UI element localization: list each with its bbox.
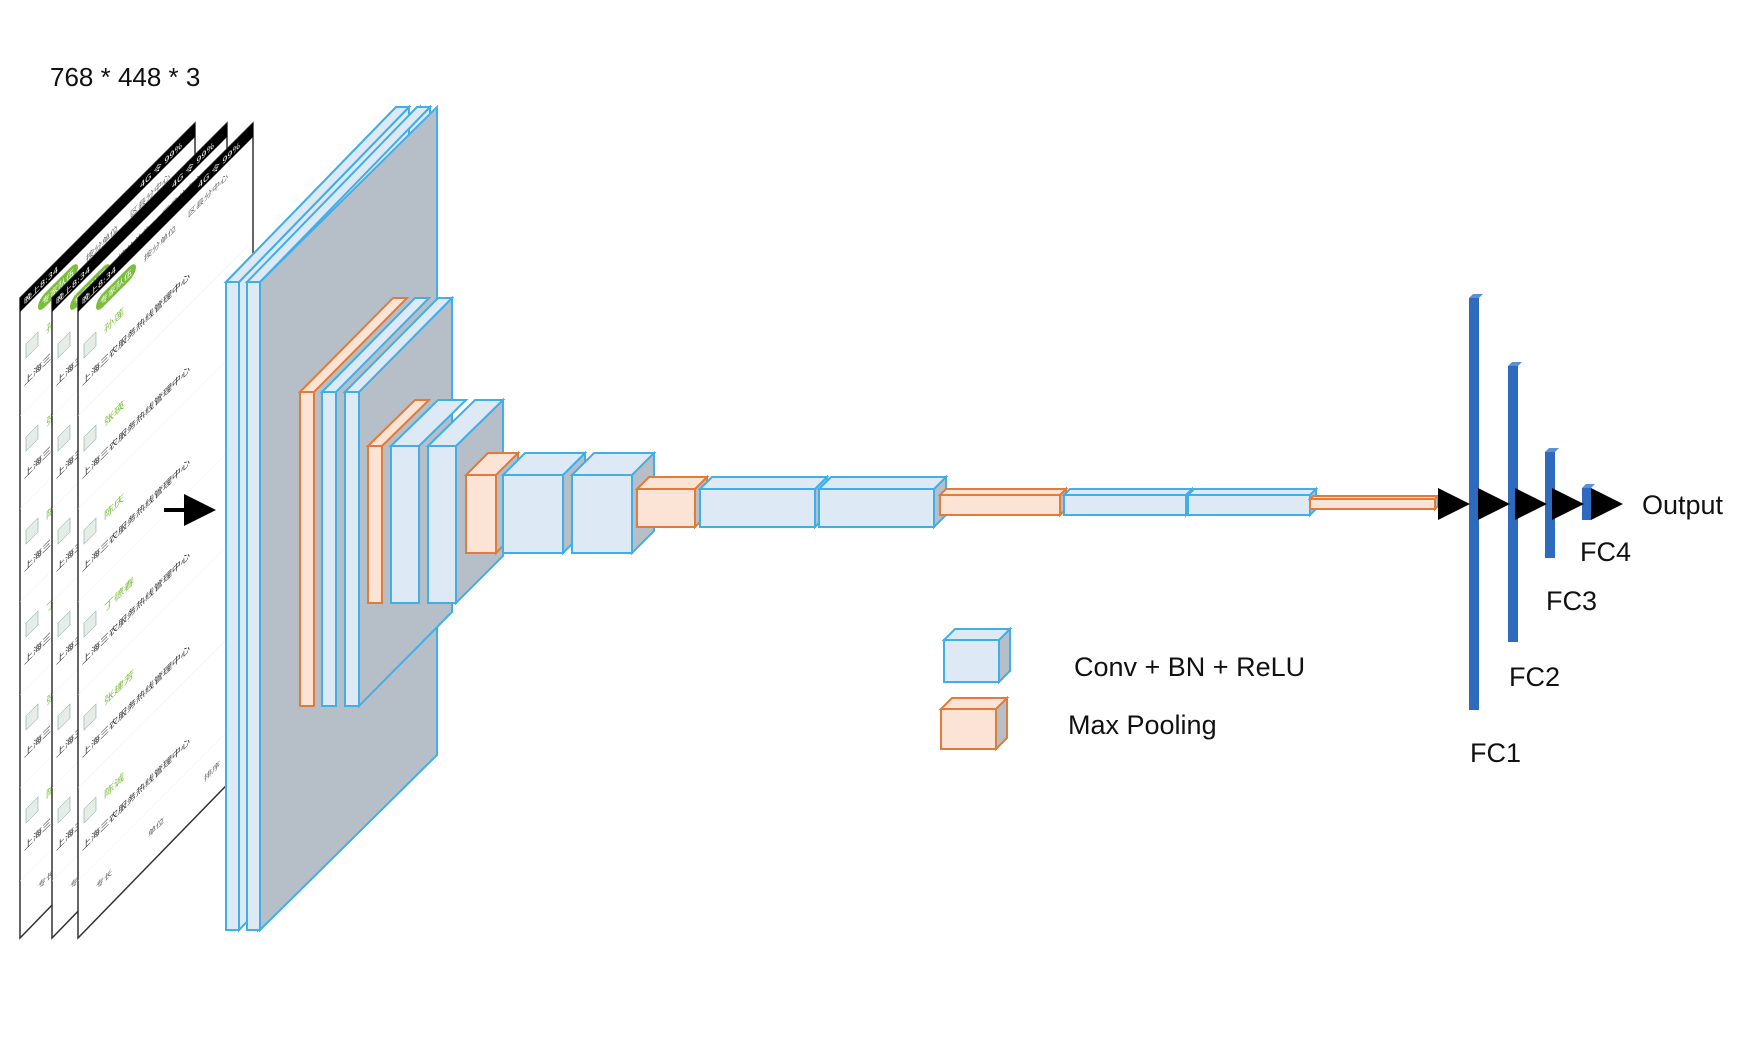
stage5-conv-2-top [816,476,949,490]
legend-pool-box [938,695,1010,752]
stage6-conv-2 [1185,486,1319,518]
screenshot-avatar [25,331,39,359]
feature-map-blocks [223,104,1441,933]
screenshot-avatar [57,610,71,638]
legend-conv-box-top [941,628,1013,641]
screenshot-avatar [57,796,71,824]
stage6-conv-1-front [1063,494,1187,516]
fc4-layer-front [1582,488,1591,520]
fc3-layer-front [1545,452,1555,558]
stage7-pool-front [1309,498,1436,510]
stage2-conv-1-front [321,391,337,707]
screenshot-avatar [83,703,97,731]
screenshot-divider [78,245,248,417]
screenshot-divider [78,431,248,603]
legend-pool-label: Max Pooling [1068,710,1217,740]
fc2-label: FC2 [1509,662,1561,692]
stage4-conv-1-front [502,474,564,554]
screenshot-avatar [25,703,39,731]
legend-conv-label: Conv + BN + ReLU [1074,652,1306,682]
flow-arrows [164,488,1623,526]
legend-conv-box [941,626,1013,685]
fc1-label: FC1 [1470,738,1522,768]
fc4-layer-top [1582,484,1595,488]
screenshot-status-bar [20,123,195,312]
stage3-conv-2-front [427,445,457,604]
stage1-conv-1-front [225,281,240,931]
fc3-layer [1545,448,1559,558]
fc4-label: FC4 [1580,537,1632,567]
screenshot-avatar [57,517,71,545]
screenshot-avatar [83,610,97,638]
stage5-conv-1 [697,474,830,530]
screenshot-tab-pill [96,264,136,310]
fc1-layer-top [1469,294,1483,298]
stage2-conv-2-front [344,391,360,707]
screenshot-status-bar [52,123,227,312]
stage5-conv-1-front [699,488,816,528]
stage5-pool-front [636,488,696,528]
screenshot-avatar [25,610,39,638]
screenshot-avatar [25,796,39,824]
screenshot-avatar [57,331,71,359]
screenshot-tab-pill [38,264,78,310]
screenshot-divider [78,710,248,882]
screenshot-status-bar [78,123,253,312]
stage6-conv-2-front [1187,494,1311,516]
stage3-pool-front [367,445,383,604]
fc4-layer [1582,484,1595,520]
stage6-pool-front [939,494,1061,516]
screenshot-avatar [83,331,97,359]
screenshot-avatar [25,517,39,545]
legend-conv-box-front [943,639,1000,683]
fc3-label: FC3 [1546,586,1598,616]
stage6-conv-1 [1061,486,1195,518]
stage4-pool-front [465,474,497,554]
legend [938,626,1013,752]
screenshot-avatar [57,424,71,452]
screenshot-avatar [57,703,71,731]
screenshot-divider [78,524,248,696]
stage1-conv-2-front [246,281,261,931]
stage6-pool [937,486,1069,518]
fc2-layer-top [1508,362,1522,366]
screenshot-divider [78,338,248,510]
fc3-layer-top [1545,448,1559,452]
stage5-pool-top [634,476,710,490]
stage5-conv-1-top [697,476,830,490]
input-size-label: 768 * 448 * 3 [50,62,201,92]
screenshot-avatar [83,796,97,824]
fc1-layer-front [1469,298,1479,710]
stage2-pool-front [299,391,315,707]
stage5-conv-2 [816,474,949,530]
output-label: Output [1642,490,1724,520]
stage4-conv-2-front [571,474,633,554]
stage7-pool [1307,493,1441,512]
fc2-layer-front [1508,366,1518,642]
screenshot-avatar [83,424,97,452]
fully-connected-layers [1469,294,1595,710]
fc2-layer [1508,362,1522,642]
stage3-conv-1-front [390,445,420,604]
fc1-layer [1469,294,1483,710]
legend-pool-box-front [940,708,997,750]
screenshot-divider [78,617,248,789]
stage5-conv-2-front [818,488,935,528]
screenshot-avatar [25,424,39,452]
screenshot-avatar [83,517,97,545]
legend-pool-box-top [938,697,1010,710]
stage5-pool [634,474,710,530]
